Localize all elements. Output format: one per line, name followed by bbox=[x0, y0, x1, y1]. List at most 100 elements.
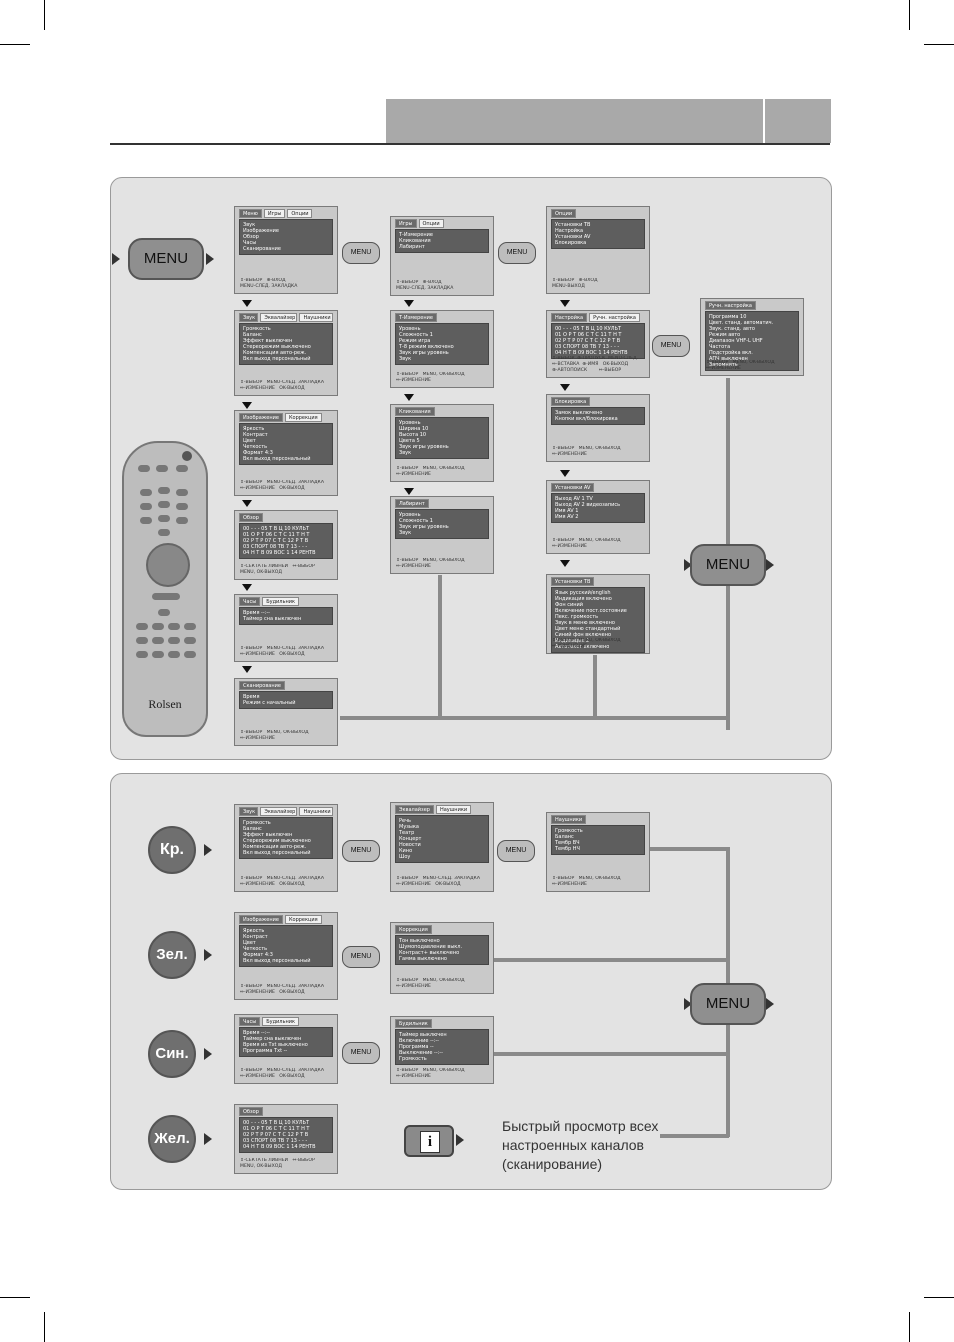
screen-row: Театр bbox=[399, 830, 415, 836]
info-key-button[interactable]: i bbox=[404, 1125, 454, 1157]
screen-row: Цвет меню стандартный bbox=[555, 626, 621, 632]
screen-footer: ⇕-ВЫБОР ⊕-ПРОПУСК MENU-СЛЕД. ⇔-ВСТАВКА ⊕… bbox=[552, 356, 639, 373]
screen-row: 04 Н Т В 09 ВОС 1 14 РЕНТВ bbox=[555, 350, 628, 356]
crop-mark bbox=[44, 0, 45, 30]
menu-step-button[interactable]: MENU bbox=[342, 242, 380, 264]
screen-row: Индикация 2 bbox=[555, 638, 590, 644]
screen-tabs: Блокировка bbox=[551, 397, 645, 406]
header-bar bbox=[386, 99, 763, 143]
screen-row: Громкость bbox=[555, 828, 583, 834]
green-key-button[interactable]: Зел. bbox=[148, 931, 196, 979]
remote-button bbox=[156, 465, 168, 472]
crop-mark bbox=[909, 0, 910, 30]
menu-button-exit[interactable]: MENU bbox=[690, 544, 766, 586]
screen-body: Время --:--Таймер сна выключен bbox=[239, 607, 333, 625]
menu-step-button[interactable]: MENU bbox=[652, 335, 690, 357]
screen-row: Звук bbox=[399, 450, 412, 456]
yellow-key-button[interactable]: Жел. bbox=[148, 1115, 196, 1163]
screen-row: Четкость bbox=[243, 444, 268, 450]
menu-step-button[interactable]: MENU bbox=[498, 242, 536, 264]
remote-button bbox=[176, 489, 188, 496]
screen-tabs: Т-Измерение bbox=[395, 313, 489, 322]
arrow-down-icon bbox=[560, 560, 570, 567]
screen-row: 03 СПОРТ 08 ТВ 7 13 - - - bbox=[555, 344, 620, 350]
screen-row: Запомнить bbox=[709, 362, 738, 368]
menu-step-button[interactable]: MENU bbox=[342, 840, 380, 862]
screen-footer: ⇕-ВЫБОР MENU-СЛЕД. ЗАКЛАДКА ⇔-ИЗМЕНЕНИЕ … bbox=[396, 876, 480, 887]
connector-line bbox=[493, 1052, 729, 1056]
remote-button bbox=[140, 517, 152, 524]
connector-line bbox=[493, 958, 729, 962]
screen-row: Контраст bbox=[243, 432, 268, 438]
screen-footer: ⇕-ВЫБОР ⊕-ВХОД MENU-СЛЕД. ЗАКЛАДКА bbox=[240, 278, 298, 289]
menu-step-button[interactable]: MENU bbox=[342, 1042, 380, 1064]
screen-tabs: Установки ТВ bbox=[551, 577, 645, 586]
crop-mark bbox=[0, 1297, 30, 1298]
screen-row: Громкость bbox=[399, 1056, 427, 1062]
screen-row: Таймер сна выключен bbox=[243, 616, 302, 622]
screen-row: Включение пост.состояние bbox=[555, 608, 627, 614]
arrow-right-icon bbox=[204, 844, 212, 856]
arrow-down-icon bbox=[242, 500, 252, 507]
screen-footer: ⇕-ВЫБОР MENU, OK-ВЫХОД ⇔-ИЗМЕНЕНИЕ bbox=[552, 876, 621, 887]
remote-button bbox=[152, 623, 164, 630]
screen-footer: ⇕-ВЫБОР MENU, OK-ВЫХОД ⇔-ИЗМЕНЕНИЕ bbox=[396, 978, 465, 989]
screen-row: Лабиринт bbox=[399, 244, 425, 250]
arrow-right-icon bbox=[112, 253, 120, 265]
menu-button-exit-quick[interactable]: MENU bbox=[690, 983, 766, 1025]
remote-button bbox=[152, 593, 180, 600]
screen-footer: ⇕-ВЫБОР MENU-СЛЕД. ЗАКЛАДКА ⇔-ИЗМЕНЕНИЕ … bbox=[240, 646, 324, 657]
screen-row: Установки AV bbox=[555, 234, 591, 240]
screen-tabs: Будильник bbox=[395, 1019, 489, 1028]
connector-line bbox=[340, 716, 730, 720]
screen-row: Таймер выключен bbox=[399, 1032, 447, 1038]
info-caption-line: настроенных каналов bbox=[502, 1137, 644, 1153]
screen-row: Высота 10 bbox=[399, 432, 427, 438]
screen-tab: Наушники bbox=[299, 807, 333, 816]
red-key-button[interactable]: Кр. bbox=[148, 826, 196, 874]
screen-footer: ⇕-ВЫБОР MENU, OK-ВЫХОД ⇔-ИЗМЕНЕНИЕ bbox=[240, 730, 309, 741]
remote-button bbox=[168, 651, 180, 658]
screen-row: Режим с начальный bbox=[243, 700, 296, 706]
screen-footer: ⇕-ВЫБОР MENU, OK-ВЫХОД ⇔-ИЗМЕНЕНИЕ bbox=[396, 558, 465, 569]
blue-key-button[interactable]: Син. bbox=[148, 1030, 196, 1078]
screen-row: Фон синий bbox=[555, 602, 583, 608]
menu-button-main[interactable]: MENU bbox=[128, 238, 204, 280]
menu-step-button[interactable]: MENU bbox=[342, 946, 380, 968]
screen-row: Шумоподавление выкл. bbox=[399, 944, 463, 950]
screen-tab: Обзор bbox=[239, 1107, 263, 1116]
screen-row: Вкл выход персональный bbox=[243, 958, 311, 964]
crop-mark bbox=[909, 1312, 910, 1342]
screen-row: Кнопки вкл/блокировка bbox=[555, 416, 618, 422]
remote-button bbox=[158, 609, 170, 616]
screen-tab: Будильник bbox=[395, 1019, 432, 1028]
screen-footer: ⇕-ВЫБОР MENU-СЛЕД. ЗАКЛАДКА ⇔-ИЗМЕНЕНИЕ … bbox=[240, 380, 324, 391]
screen-row: Новости bbox=[399, 842, 421, 848]
screen-tabs: Наушники bbox=[551, 815, 645, 824]
screen-row: Автотекст включено bbox=[555, 644, 610, 650]
menu-step-button[interactable]: MENU bbox=[497, 840, 535, 862]
screen-row: Цвета 5 bbox=[399, 438, 420, 444]
screen-row: Индикация включено bbox=[555, 596, 612, 602]
screen-tab: Коррекция bbox=[284, 413, 322, 422]
screen-row: Время --:-- bbox=[243, 1030, 270, 1036]
screen-row: 00 - - - 05 Т В Ц 10 КУЛЬТ bbox=[555, 326, 622, 332]
remote-button bbox=[152, 651, 164, 658]
